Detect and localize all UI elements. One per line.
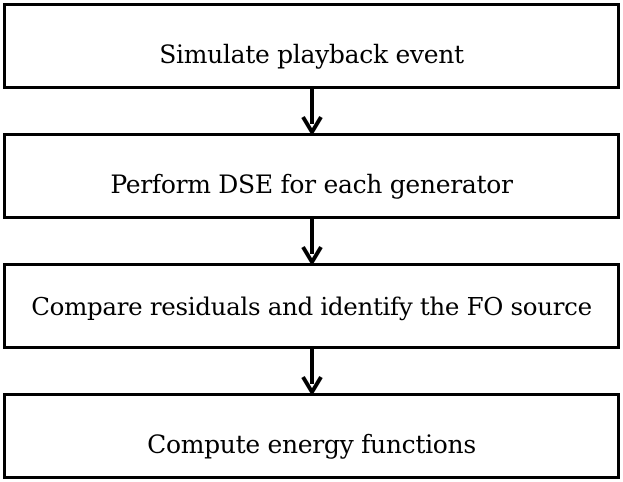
step-label: Simulate playback event [159, 39, 464, 69]
arrow-3 [301, 349, 323, 396]
step-label: Perform DSE for each generator [110, 169, 513, 199]
step-box-compute-energy: Compute energy functions [3, 393, 620, 479]
step-box-perform-dse: Perform DSE for each generator [3, 133, 620, 219]
step-box-compare-residuals: Compare residuals and identify the FO so… [3, 263, 620, 349]
step-label: Compute energy functions [147, 429, 476, 459]
step-box-simulate-playback: Simulate playback event [3, 3, 620, 89]
arrow-1 [301, 89, 323, 136]
arrow-2 [301, 219, 323, 266]
step-label: Compare residuals and identify the FO so… [31, 291, 592, 321]
